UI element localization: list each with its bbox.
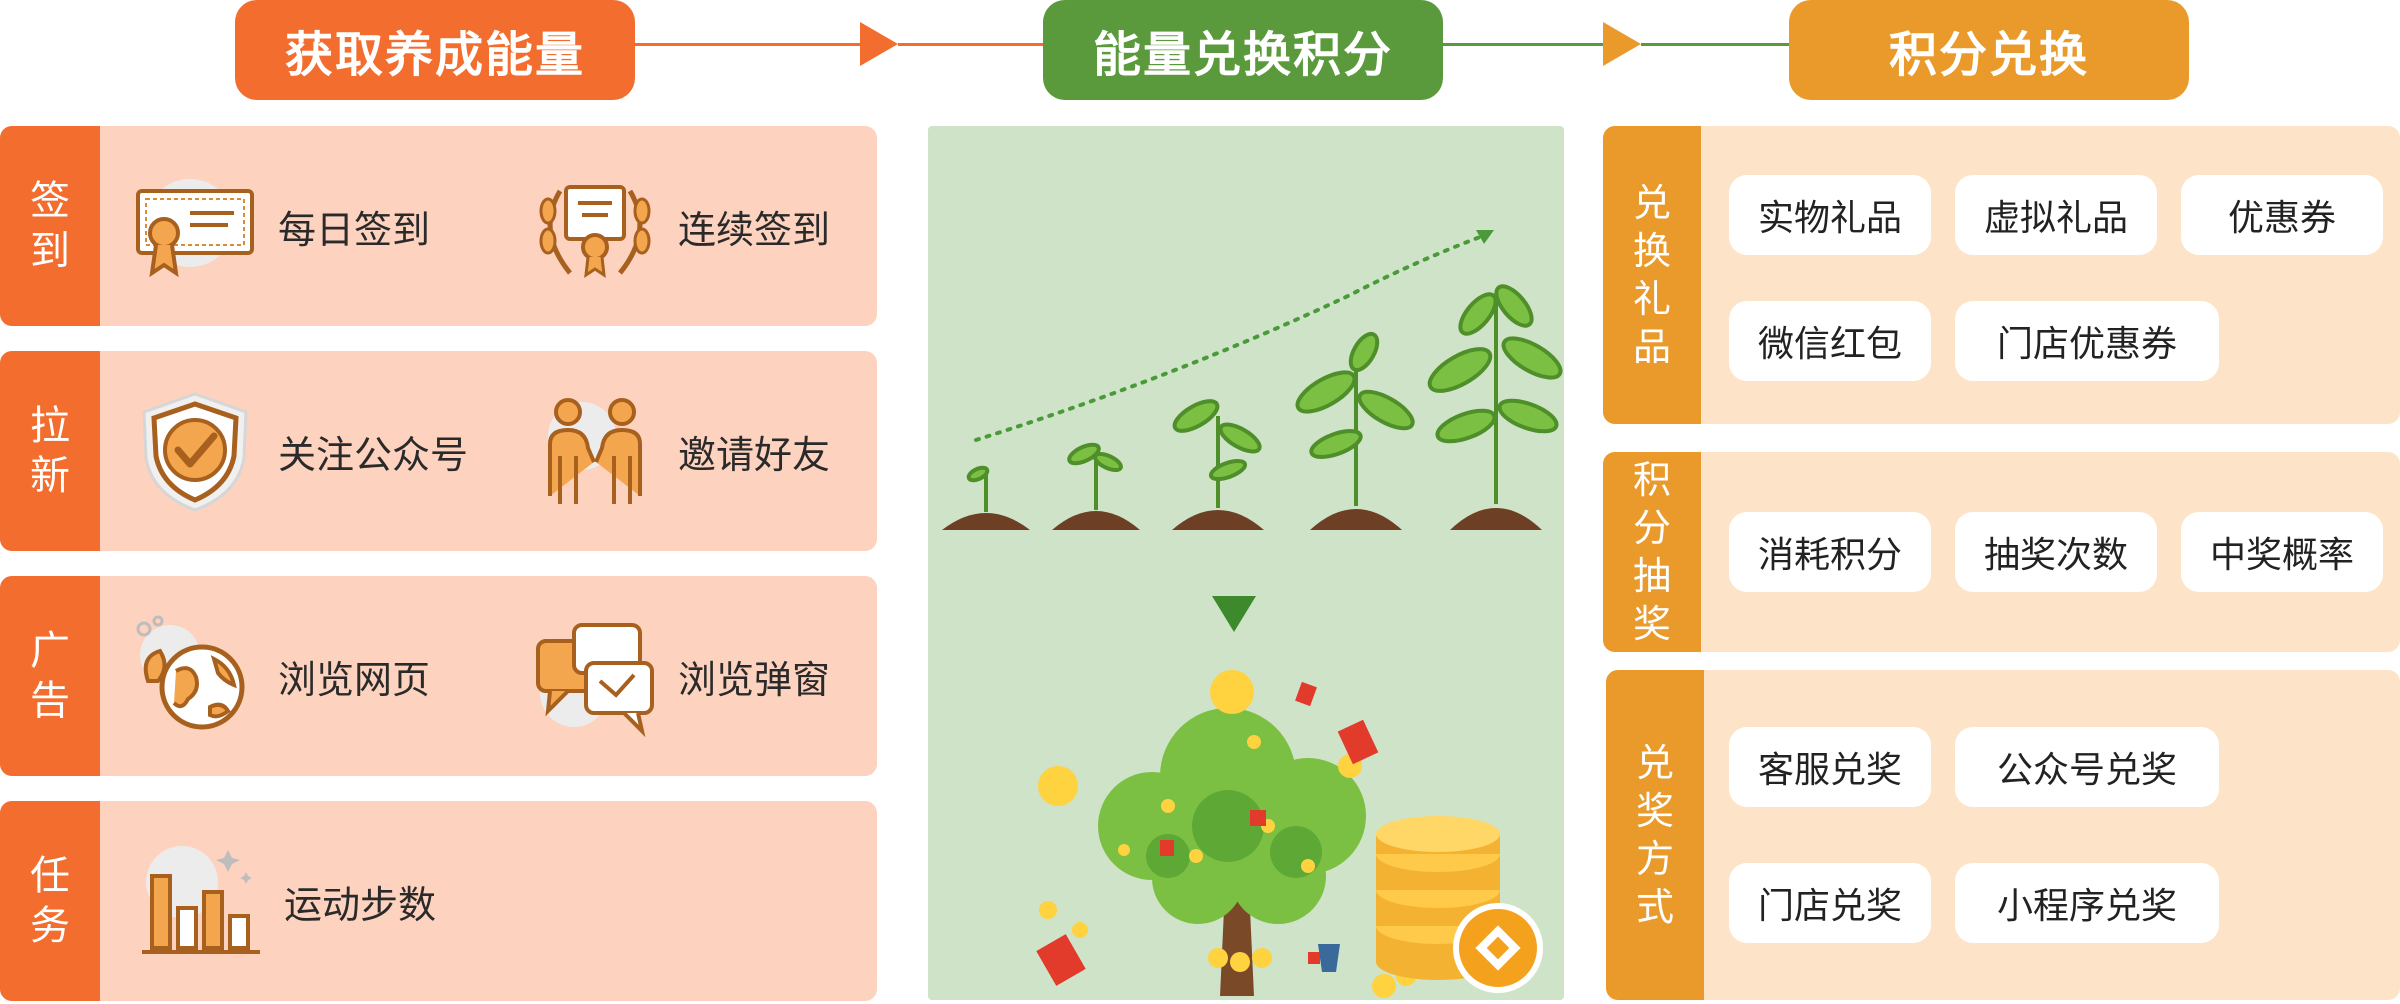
tab-char: 到 [30,228,70,274]
chip-customer-service-redeem[interactable]: 客服兑奖 [1729,727,1931,807]
growth-illustration [942,230,1563,998]
redeem-section-tab: 兑 换 礼 品 [1603,126,1701,424]
header-step-points-redeem: 积分兑换 [1789,0,2189,100]
earn-row-tab: 签 到 [0,126,100,326]
earn-item-label: 运动步数 [284,882,437,927]
redeem-section-tab: 兑 奖 方 式 [1606,670,1704,1000]
tab-char: 奖 [1635,789,1674,833]
chip-lottery-count[interactable]: 抽奖次数 [1955,512,2157,592]
tab-char: 兑 [1632,181,1671,225]
earn-row-referral: 拉 新 关注公众号 邀请好友 [0,351,877,551]
earn-item-label: 浏览弹窗 [678,657,831,702]
tab-char: 兑 [1635,741,1674,785]
redeem-section-gifts: 兑 换 礼 品 实物礼品 虚拟礼品 优惠券 微信红包 门店优惠券 [1603,126,2400,424]
earn-item-follow-account[interactable]: 关注公众号 [130,386,468,516]
earn-row-ads: 广 告 浏览网页 浏览弹窗 [0,576,877,776]
chip-virtual-gift[interactable]: 虚拟礼品 [1955,175,2157,255]
earn-row-tab: 拉 新 [0,351,100,551]
award-laurel-icon [539,185,651,279]
earn-row-tasks: 任 务 运动步数 [0,801,877,1001]
chip-store-redeem[interactable]: 门店兑奖 [1729,863,1931,943]
tab-char: 签 [30,178,70,224]
tab-char: 积 [1632,458,1671,502]
redeem-section-lottery: 积 分 抽 奖 消耗积分 抽奖次数 中奖概率 [1603,452,2400,652]
tab-char: 式 [1635,885,1674,929]
earn-row-tab: 任 务 [0,801,100,1001]
tab-char: 广 [30,628,70,674]
redeem-section-tab: 积 分 抽 奖 [1603,452,1701,652]
bar-chart-icon [142,846,260,954]
tab-char: 拉 [30,403,70,449]
tab-char: 任 [30,853,70,899]
connector-line-1b [898,43,1043,46]
tab-char: 奖 [1632,602,1671,646]
header-step-earn-energy: 获取养成能量 [235,0,635,100]
connector-line-2b [1641,43,1789,46]
connector-arrow-2-icon [1603,22,1641,66]
earn-item-continuous-signin[interactable]: 连续签到 [530,161,830,291]
chip-win-probability[interactable]: 中奖概率 [2181,512,2383,592]
certificate-icon [136,179,254,278]
chip-store-coupon[interactable]: 门店优惠券 [1955,301,2219,381]
tab-char: 告 [30,678,70,724]
connector-line-2 [1443,43,1603,46]
chip-mini-program-redeem[interactable]: 小程序兑奖 [1955,863,2219,943]
chip-consume-points[interactable]: 消耗积分 [1729,512,1931,592]
earn-item-label: 连续签到 [678,207,831,252]
down-arrow-icon [1212,596,1256,632]
earn-item-daily-signin[interactable]: 每日签到 [130,161,430,291]
redeem-section-methods: 兑 奖 方 式 客服兑奖 公众号兑奖 门店兑奖 小程序兑奖 [1606,670,2400,1000]
tab-char: 新 [30,453,70,499]
earn-row-tab: 广 告 [0,576,100,776]
header-step-energy-to-points: 能量兑换积分 [1043,0,1443,100]
tab-char: 抽 [1632,554,1671,598]
chat-bubbles-icon [536,623,654,738]
chip-physical-gift[interactable]: 实物礼品 [1729,175,1931,255]
earn-row-signin: 签 到 每日签到 连续签到 [0,126,877,326]
chip-coupon[interactable]: 优惠券 [2181,175,2383,255]
earn-item-browse-popup[interactable]: 浏览弹窗 [530,611,830,741]
earn-item-label: 浏览网页 [278,657,431,702]
handshake-people-icon [548,398,642,504]
tab-char: 方 [1635,837,1674,881]
connector-line-1 [635,43,860,46]
chip-official-account-redeem[interactable]: 公众号兑奖 [1955,727,2219,807]
earn-item-label: 每日签到 [278,207,431,252]
earn-item-label: 邀请好友 [678,432,831,477]
tab-char: 品 [1632,325,1671,369]
energy-growth-panel [928,126,1564,1000]
globe-leaf-icon [136,615,245,730]
earn-item-label: 关注公众号 [278,432,469,477]
connector-arrow-1-icon [860,22,898,66]
earn-item-invite-friends[interactable]: 邀请好友 [530,386,830,516]
shield-check-icon [142,392,248,512]
tab-char: 分 [1632,506,1671,550]
chip-wechat-red-packet[interactable]: 微信红包 [1729,301,1931,381]
tab-char: 换 [1632,229,1671,273]
tab-char: 礼 [1632,277,1671,321]
tab-char: 务 [30,903,70,949]
earn-item-step-count[interactable]: 运动步数 [136,836,436,966]
earn-item-browse-web[interactable]: 浏览网页 [130,611,430,741]
